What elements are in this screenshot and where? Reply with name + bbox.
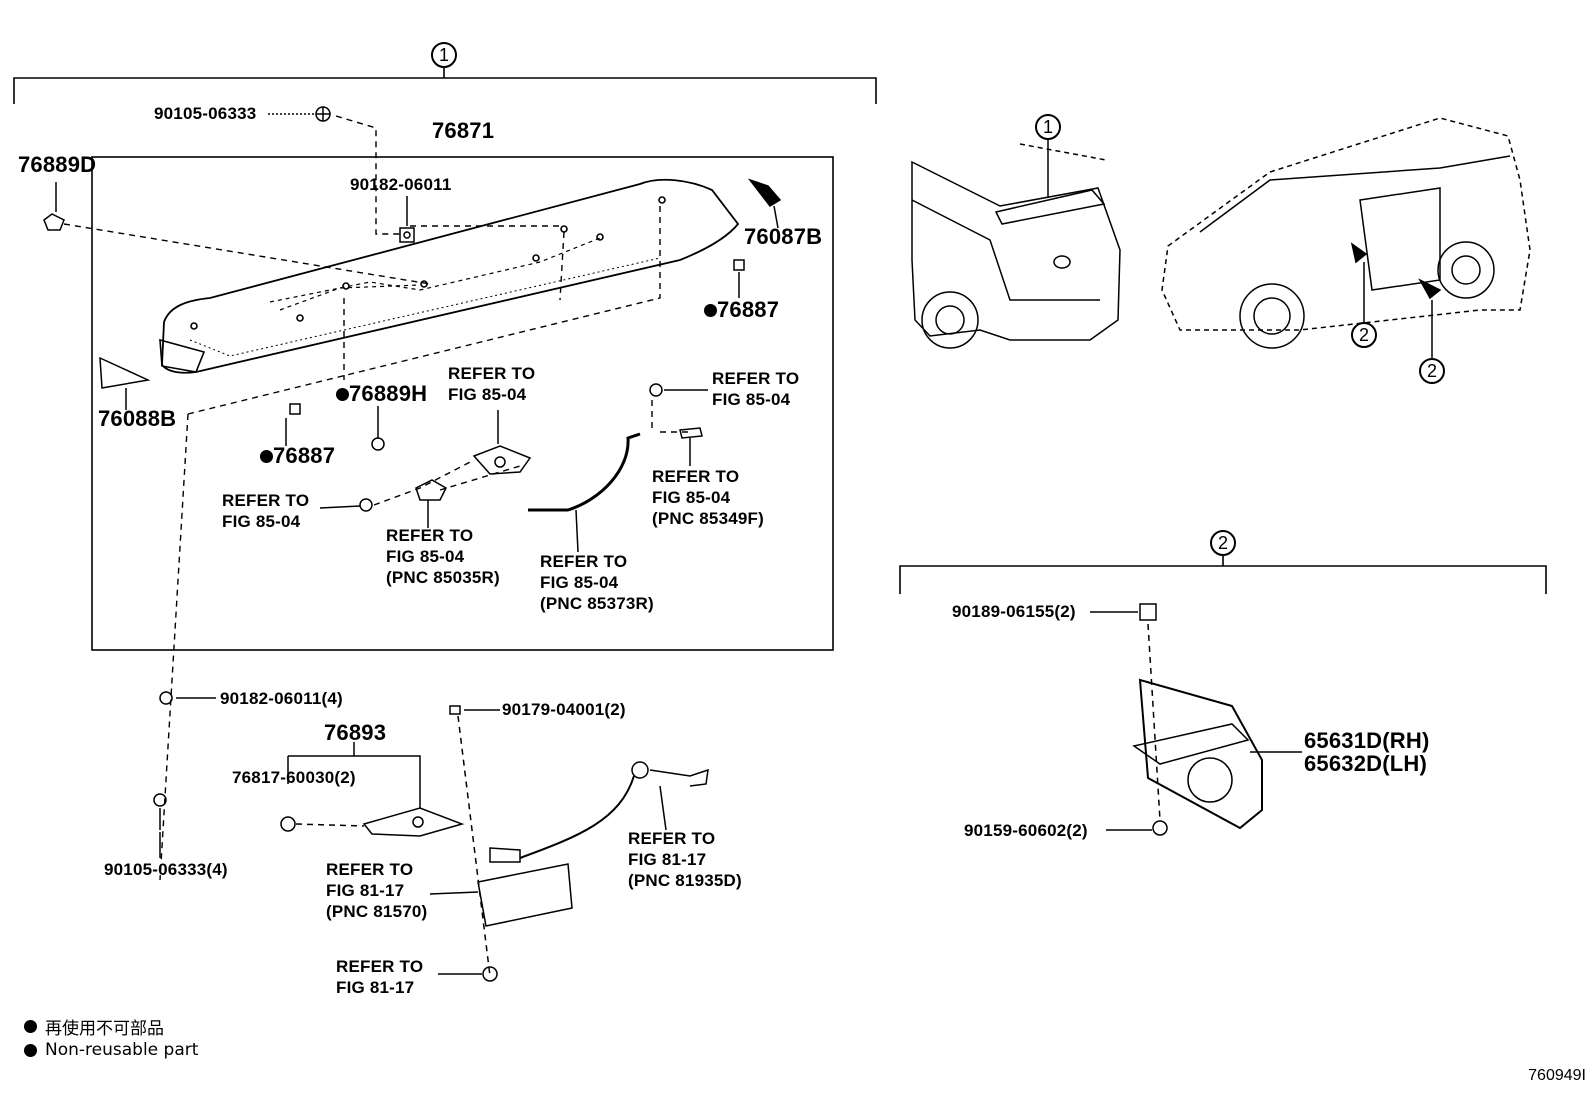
camera-bracket-icon <box>472 445 532 475</box>
refer-fig-81-17-pnc-81570: REFER TO FIG 81-17 (PNC 81570) <box>326 860 428 921</box>
clip-90189-icon <box>1139 603 1157 621</box>
clip-nut-icon <box>399 227 415 243</box>
clip-76817-icon <box>280 816 296 832</box>
hose-joint-icon <box>679 427 703 439</box>
part-76889d: 76889D <box>18 152 97 177</box>
figure-id: 760949I <box>1528 1067 1586 1084</box>
refer-fig-85-04-pnc-85373r: REFER TO FIG 85-04 (PNC 85373R) <box>540 552 654 613</box>
grommet-76889h-icon <box>371 437 385 451</box>
part-76887-right: 76887 <box>704 297 779 323</box>
stop-lamp-icon <box>477 847 573 927</box>
callout-1-vehicle: 1 <box>1035 114 1061 140</box>
spoiler-assembly-box <box>91 156 834 651</box>
part-76893: 76893 <box>324 720 387 745</box>
part-icons-group2 <box>1090 603 1302 836</box>
camera-icon <box>415 479 447 501</box>
part-65631d-rh: 65631D(RH) <box>1304 728 1430 753</box>
part-76889h: 76889H <box>336 381 427 407</box>
cover-76893-icon <box>362 807 465 837</box>
part-90159-60602-2: 90159-60602(2) <box>964 821 1088 840</box>
rear-spoiler-drawing <box>159 178 740 374</box>
group1-bracket <box>13 68 877 104</box>
refer-fig-85-04-pnc-85349f: REFER TO FIG 85-04 (PNC 85349F) <box>652 467 764 528</box>
vehicle-side-view <box>1161 117 1531 358</box>
refer-fig-85-04-bolt: REFER TO FIG 85-04 <box>222 491 310 531</box>
part-icons-lower <box>153 691 709 982</box>
legend-en: Non-reusable part <box>24 1040 198 1060</box>
legend-dot-icon <box>24 1043 37 1057</box>
legend-jp: 再使用不可部品 <box>24 1014 164 1039</box>
non-reusable-dot-icon <box>704 304 717 317</box>
mudguard-icon <box>1132 678 1263 830</box>
refer-fig-85-04-pnc-85035r: REFER TO FIG 85-04 (PNC 85035R) <box>386 526 500 587</box>
bolt-ref-a-icon <box>359 498 373 512</box>
bracket-76893 <box>288 755 421 808</box>
refer-fig-85-04-nozzle: REFER TO FIG 85-04 <box>712 369 800 409</box>
part-90182-06011-4: 90182-06011(4) <box>220 689 343 708</box>
bolt-90105-4-icon <box>153 793 167 830</box>
clip-90179-icon <box>449 705 461 715</box>
part-76887-left: 76887 <box>260 443 335 469</box>
wire-harness-icon <box>519 761 709 859</box>
part-76088b: 76088B <box>98 406 177 431</box>
legend-jp-text: 再使用不可部品 <box>45 1019 164 1039</box>
legend-en-text: Non-reusable part <box>45 1040 199 1060</box>
clip-76889d-icon <box>43 213 65 231</box>
refer-fig-81-17-screw: REFER TO FIG 81-17 <box>336 957 424 997</box>
part-65632d-lh: 65632D(LH) <box>1304 751 1428 776</box>
washer-nozzle-icon <box>649 383 663 397</box>
vehicle-rear-view <box>911 140 1121 349</box>
pad-76887-right-icon <box>733 259 745 271</box>
callout-1-top: 1 <box>431 42 457 68</box>
bolt-icon <box>315 106 331 122</box>
part-76817-60030-2: 76817-60030(2) <box>232 768 356 787</box>
mark-76087b-icon <box>747 178 782 207</box>
refer-fig-81-17-pnc-81935d: REFER TO FIG 81-17 (PNC 81935D) <box>628 829 742 890</box>
part-icons-group1 <box>43 106 782 553</box>
callout-2-vehicle-b: 2 <box>1419 358 1445 384</box>
non-reusable-dot-icon <box>336 388 349 401</box>
screw-ref-icon <box>482 966 498 982</box>
part-76087b: 76087B <box>744 224 823 249</box>
dashed-leader-lamp <box>457 715 491 977</box>
callout-2-group: 2 <box>1210 530 1236 556</box>
hose-icon <box>528 432 641 512</box>
non-reusable-dot-icon <box>260 450 273 463</box>
part-90182-06011: 90182-06011 <box>350 175 452 194</box>
refer-fig-85-04-bracket: REFER TO FIG 85-04 <box>448 364 536 404</box>
part-76871: 76871 <box>432 118 495 143</box>
callout-2-vehicle-a: 2 <box>1351 322 1377 348</box>
group2-bracket <box>899 556 1547 594</box>
bolt-90159-icon <box>1152 820 1168 836</box>
nut-90182-icon <box>159 691 173 705</box>
part-90189-06155-2: 90189-06155(2) <box>952 602 1076 621</box>
part-90179-04001-2: 90179-04001(2) <box>502 700 626 719</box>
dashed-leaders-group1 <box>63 115 690 881</box>
part-90105-06333-4: 90105-06333(4) <box>104 860 228 879</box>
legend-dot-icon <box>24 1020 37 1033</box>
pad-76887-left-icon <box>289 403 301 415</box>
mark-76088b-icon <box>99 356 151 389</box>
part-90105-06333: 90105-06333 <box>154 104 257 123</box>
